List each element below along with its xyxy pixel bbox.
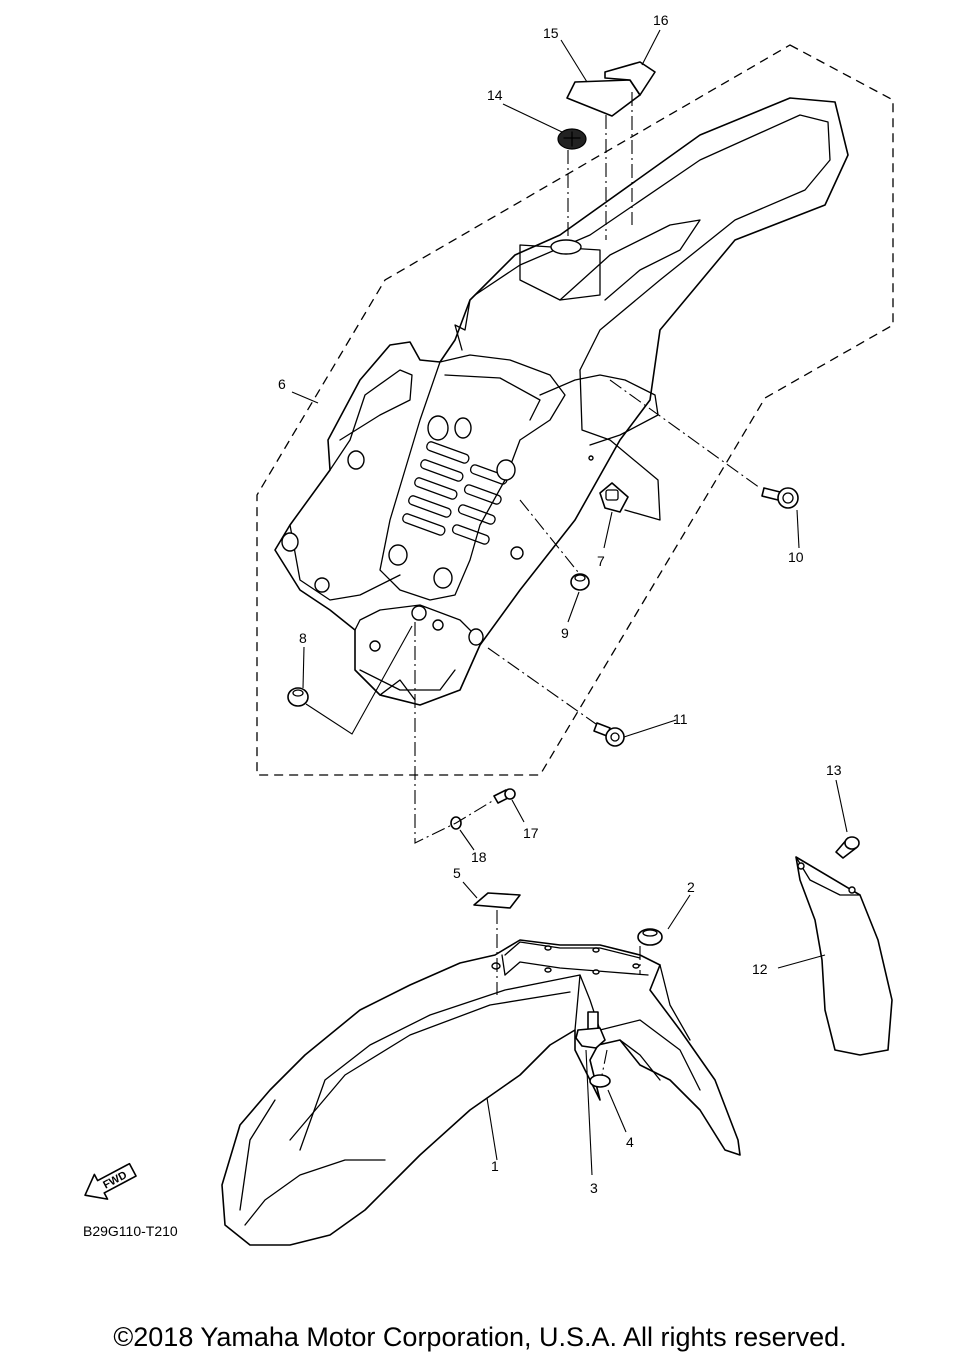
rear-fender-mount-holes	[281, 239, 582, 652]
mudflap-part-12	[795, 856, 893, 1056]
rear-fender-part-6	[274, 97, 849, 706]
fwd-label: FWD	[101, 1169, 129, 1191]
callout-3: 3	[590, 1180, 598, 1196]
grommet-part-9	[570, 573, 590, 591]
washer-part-4	[589, 1074, 611, 1088]
fwd-arrow-icon: FWD	[84, 1162, 137, 1200]
callout-17: 17	[523, 825, 539, 841]
clip-part-7	[599, 482, 629, 513]
sticker-part-15	[566, 79, 641, 117]
installation-lines	[414, 92, 761, 1076]
callout-5: 5	[453, 865, 461, 881]
callout-13: 13	[826, 762, 842, 778]
callout-14: 14	[487, 87, 503, 103]
callout-7: 7	[597, 553, 605, 569]
callout-4: 4	[626, 1134, 634, 1150]
leader-lines	[291, 29, 848, 1176]
callout-2: 2	[687, 879, 695, 895]
callout-18: 18	[471, 849, 487, 865]
rear-fender-group-boundary	[256, 44, 894, 776]
bolt-part-10	[761, 487, 799, 509]
screw-part-17	[493, 788, 516, 804]
collar-part-8	[287, 687, 309, 707]
callout-15: 15	[543, 25, 559, 41]
screw-part-13	[835, 836, 860, 859]
label-part-5	[473, 892, 521, 909]
rear-fender-vents	[402, 441, 508, 545]
callout-8: 8	[299, 630, 307, 646]
front-fender-part-1	[221, 939, 741, 1246]
bolt-part-3	[575, 1011, 606, 1049]
sticker-part-16	[604, 61, 656, 96]
callout-11: 11	[673, 711, 688, 727]
callout-16: 16	[653, 12, 669, 28]
grommet-part-2	[637, 928, 663, 946]
callout-9: 9	[561, 625, 569, 641]
callout-12: 12	[752, 961, 768, 977]
callout-6: 6	[278, 376, 286, 392]
bolt-part-11	[593, 722, 625, 747]
callout-labels: 1 2 3 4 5 6 7 8 9 10 11 12 13 14 15 16 1…	[278, 12, 842, 1196]
callout-10: 10	[788, 549, 804, 565]
copyright-notice: ©2018 Yamaha Motor Corporation, U.S.A. A…	[113, 1322, 847, 1352]
callout-1: 1	[491, 1158, 499, 1174]
diagram-code: B29G110-T210	[83, 1223, 178, 1239]
